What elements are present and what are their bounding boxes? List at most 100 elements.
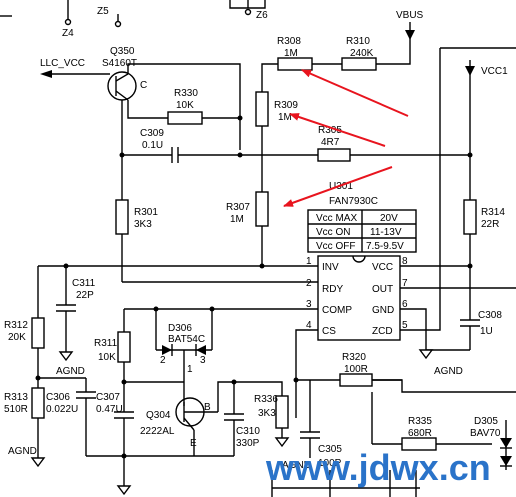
llc-vcc-label: LLC_VCC	[40, 58, 85, 69]
r305-ref: R305	[318, 125, 342, 136]
spec-param-1: Vcc ON	[316, 227, 350, 238]
r309-val: 1M	[278, 112, 292, 123]
d305-ref: D305	[474, 416, 498, 427]
spec-value-0: 20V	[380, 213, 398, 224]
r309-ref: R309	[274, 100, 298, 111]
annotation-arrow-r309	[289, 113, 386, 147]
r307-val: 1M	[230, 214, 244, 225]
r305-resistor: R305 4R7	[240, 125, 470, 162]
annotation-arrow-r308	[301, 69, 409, 117]
z6-label: Z6	[256, 10, 268, 21]
q350-pin-c: C	[140, 80, 147, 91]
vbus-net: VBUS	[376, 10, 424, 65]
ic-pin-num-8: 8	[402, 256, 408, 267]
spec-param-0: Vcc MAX	[316, 213, 357, 224]
d306-ref: D306	[168, 323, 192, 334]
q350-transistor: Q350 S4160T C	[102, 46, 147, 101]
ic-pin-gnd: GND	[372, 305, 394, 316]
agnd-label-ic: AGND	[434, 366, 463, 377]
r336-resistor: R336 3K3	[254, 394, 289, 429]
c305-ref: C305	[318, 444, 342, 455]
r305-val: 4R7	[321, 137, 340, 148]
c305-val: 100P	[318, 458, 342, 469]
r301-ref: R301	[134, 207, 158, 218]
vcc1-net: VCC1	[465, 60, 508, 200]
r313-val: 510R	[4, 404, 28, 415]
ic-body: INV RDY COMP CS VCC OUT GND ZCD 1 2 3 4 …	[306, 255, 408, 341]
c308-ref: C308	[478, 310, 502, 321]
c306-ref: C306	[46, 392, 70, 403]
r312-ref: R312	[4, 320, 28, 331]
c308-capacitor: C308 1U	[460, 310, 502, 350]
ic-spec-table: Vcc MAX 20V Vcc ON 11-13V Vcc OFF 7.5-9.…	[307, 209, 417, 253]
c305-capacitor: C305 100P	[300, 380, 342, 469]
c310-ref: C310	[236, 426, 260, 437]
r314-ref: R314	[481, 207, 505, 218]
d306-part: BAT54C	[168, 334, 205, 345]
spec-param-2: Vcc OFF	[316, 241, 355, 252]
z4-net: Z4	[62, 0, 74, 39]
r310-ref: R310	[346, 36, 370, 47]
d306-pin-2: 2	[160, 355, 166, 366]
c309-ref: C309	[140, 128, 164, 139]
d306-pin-1: 1	[187, 364, 193, 375]
spec-value-2: 7.5-9.5V	[366, 241, 404, 252]
r330-ref: R330	[174, 88, 198, 99]
ic-pin-vcc: VCC	[372, 262, 393, 273]
r335-val: 680R	[408, 428, 432, 439]
ic-part: FAN7930C	[329, 196, 378, 207]
r310-resistor: R310 240K	[341, 36, 377, 71]
d305-part: BAV70	[470, 428, 501, 439]
r312-resistor: R312 20K	[4, 317, 45, 349]
q304-transistor: Q304 2222AL B E	[140, 382, 218, 456]
z4-label: Z4	[62, 28, 74, 39]
r311-val: 10K	[98, 352, 116, 363]
agnd-label-c311: AGND	[56, 366, 85, 377]
ic-pin-num-5: 5	[402, 320, 408, 331]
r313-ref: R313	[4, 392, 28, 403]
r320-resistor: R320 100R	[339, 352, 373, 387]
r311-resistor: R311 10K	[94, 331, 131, 363]
ic-pin-comp: COMP	[322, 305, 352, 316]
r307-ref: R307	[226, 202, 250, 213]
ic-pin-inv: INV	[322, 262, 339, 273]
annotation-arrows	[283, 69, 409, 207]
vbus-label: VBUS	[396, 10, 424, 21]
r313-resistor: R313 510R	[4, 387, 45, 419]
r336-ref: R336	[254, 394, 278, 405]
vcc1-label: VCC1	[481, 66, 508, 77]
q350-ref: Q350	[110, 46, 135, 57]
d306-diode: D306 BAT54C 2 3 1	[153, 306, 213, 382]
z5-label: Z5	[97, 6, 109, 17]
d305-diode: D305 BAV70	[470, 416, 512, 470]
c306-val: 0.022U	[46, 404, 78, 415]
ic-pin-num-3: 3	[306, 299, 312, 310]
ic-pin-out: OUT	[372, 284, 393, 295]
c309-capacitor: C309 0.1U	[122, 128, 240, 163]
q304-pin-e: E	[190, 438, 197, 449]
ic-pin-zcd: ZCD	[372, 326, 393, 337]
r308-ref: R308	[277, 36, 301, 47]
c311-val: 22P	[76, 290, 94, 301]
d306-pin-3: 3	[200, 355, 206, 366]
r330-resistor: R330 10K	[167, 88, 240, 125]
c310-val: 330P	[236, 438, 260, 449]
q304-pin-b: B	[204, 402, 211, 413]
annotation-arrow-r307	[283, 166, 393, 207]
ic-ref: U301	[329, 181, 353, 192]
r309-resistor: R309 1M	[255, 91, 298, 127]
spec-value-1: 11-13V	[370, 227, 402, 238]
c306-capacitor: C306 0.022U	[46, 378, 96, 456]
ic-pin-cs: CS	[322, 326, 336, 337]
r335-ref: R335	[408, 416, 432, 427]
ic-pin-num-7: 7	[402, 278, 408, 289]
c309-val: 0.1U	[142, 140, 163, 151]
agnd-label-left: AGND	[8, 446, 37, 457]
c307-ref: C307	[96, 392, 120, 403]
c307-capacitor: C307 0.47U	[96, 392, 134, 486]
ic-pin-num-4: 4	[306, 320, 312, 331]
r311-ref: R311	[94, 338, 118, 349]
c311-capacitor: C311 22P AGND	[56, 278, 96, 377]
r301-resistor: R301 3K3	[115, 155, 158, 282]
c307-val: 0.47U	[96, 404, 123, 415]
